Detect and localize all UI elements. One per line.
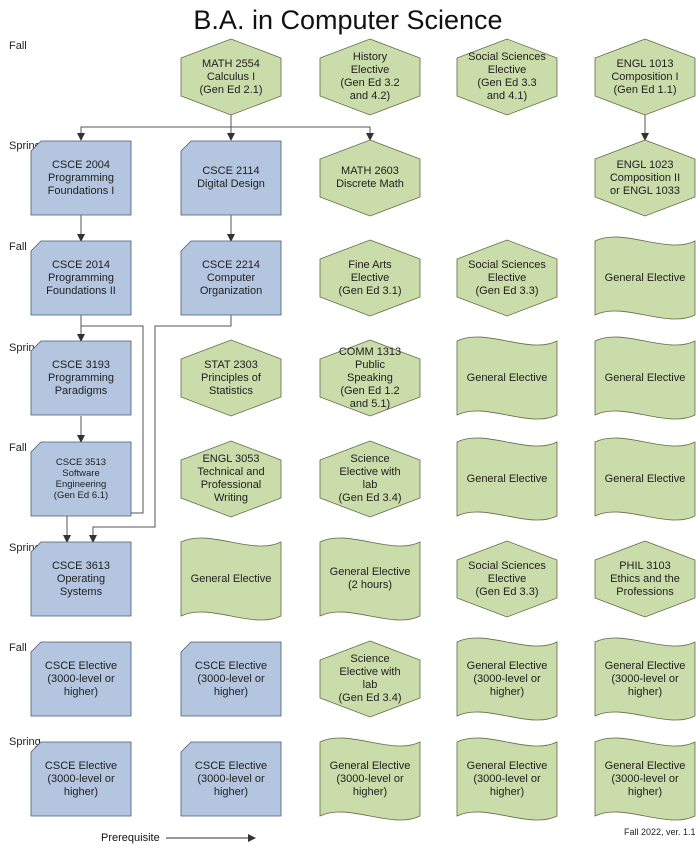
prerequisite-arrows bbox=[63, 114, 649, 543]
course-node-genel8 bbox=[456, 637, 558, 721]
course-node-history bbox=[319, 38, 421, 116]
course-shapes bbox=[30, 38, 696, 821]
course-node-socsci2 bbox=[456, 239, 558, 317]
course-node-genel10 bbox=[319, 737, 421, 821]
term-label: Fall bbox=[9, 241, 27, 253]
course-node-engl1023 bbox=[594, 139, 696, 217]
course-node-csceel4 bbox=[180, 741, 282, 817]
course-node-csceel2 bbox=[180, 641, 282, 717]
course-node-stat2303 bbox=[180, 339, 282, 417]
course-node-genel9 bbox=[594, 637, 696, 721]
legend-label: Prerequisite bbox=[101, 832, 160, 844]
course-node-science2 bbox=[319, 640, 421, 718]
course-node-genel1 bbox=[594, 236, 696, 320]
prerequisite-arrow bbox=[231, 126, 374, 141]
prerequisite-arrow bbox=[89, 303, 232, 543]
course-node-finearts bbox=[319, 239, 421, 317]
course-node-genel4 bbox=[456, 437, 558, 521]
course-node-csce2004 bbox=[30, 140, 132, 216]
course-node-engl1013 bbox=[594, 38, 696, 116]
page-title: B.A. in Computer Science bbox=[193, 5, 503, 35]
course-node-genel12 bbox=[594, 737, 696, 821]
course-node-genel5 bbox=[594, 437, 696, 521]
course-node-csceel1 bbox=[30, 641, 132, 717]
term-label: Fall bbox=[9, 40, 27, 52]
course-node-genel7 bbox=[319, 537, 421, 621]
term-label: Fall bbox=[9, 642, 27, 654]
course-node-socsci1 bbox=[456, 38, 558, 116]
course-node-science1 bbox=[319, 440, 421, 518]
course-node-genel3 bbox=[594, 336, 696, 420]
course-node-phil3103 bbox=[594, 540, 696, 618]
prerequisite-arrow bbox=[63, 325, 144, 543]
prerequisite-arrow bbox=[77, 114, 232, 141]
course-node-genel6 bbox=[180, 537, 282, 621]
course-node-comm1313 bbox=[319, 339, 421, 417]
course-node-socsci3 bbox=[456, 540, 558, 618]
course-node-csce3193 bbox=[30, 340, 132, 416]
course-node-csce2114 bbox=[180, 140, 282, 216]
course-node-csce3513 bbox=[30, 441, 132, 517]
course-node-math2603 bbox=[319, 139, 421, 217]
course-node-csce2014 bbox=[30, 240, 132, 316]
course-node-genel11 bbox=[456, 737, 558, 821]
course-node-csceel3 bbox=[30, 741, 132, 817]
course-node-genel2 bbox=[456, 336, 558, 420]
course-node-csce2214 bbox=[180, 240, 282, 316]
version-note: Fall 2022, ver. 1.1 bbox=[624, 827, 696, 837]
course-node-csce3613 bbox=[30, 541, 132, 617]
term-label: Fall bbox=[9, 442, 27, 454]
term-label: Spring bbox=[9, 736, 41, 748]
course-node-math2554 bbox=[180, 38, 282, 116]
course-node-engl3053 bbox=[180, 440, 282, 518]
